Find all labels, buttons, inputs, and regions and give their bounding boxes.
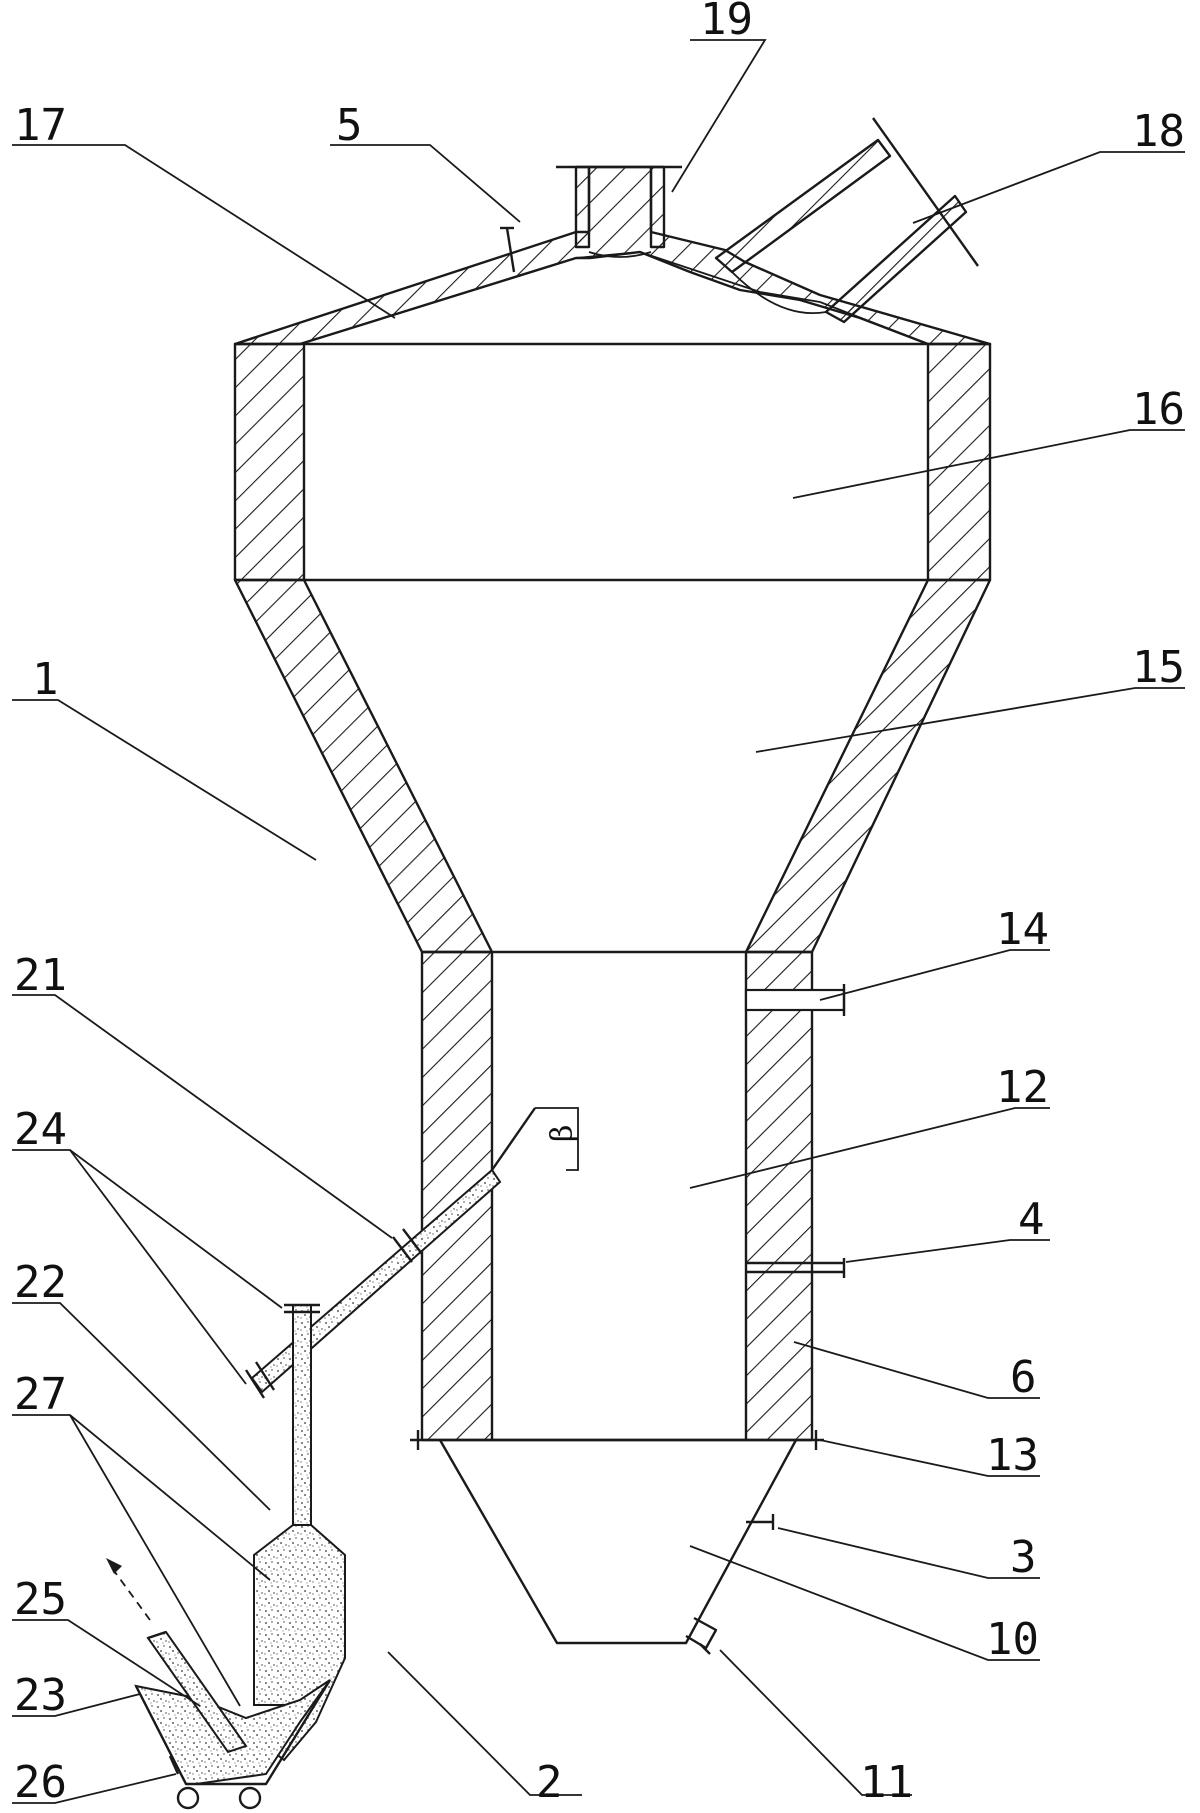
collection-cart-23 bbox=[106, 1558, 332, 1810]
label-24: 24 bbox=[14, 1104, 67, 1155]
label-2: 2 bbox=[536, 1757, 563, 1808]
label-10: 10 bbox=[986, 1614, 1039, 1665]
label-3: 3 bbox=[1010, 1532, 1037, 1583]
label-27: 27 bbox=[14, 1369, 67, 1420]
gas-outlet-19 bbox=[556, 165, 682, 258]
label-16: 16 bbox=[1132, 384, 1185, 435]
label-25: 25 bbox=[14, 1574, 67, 1625]
port-5 bbox=[500, 226, 516, 273]
label-17: 17 bbox=[14, 100, 67, 151]
label-4: 4 bbox=[1018, 1194, 1045, 1245]
standpipe bbox=[284, 1303, 320, 1526]
label-11: 11 bbox=[860, 1757, 913, 1808]
storage-bin-22 bbox=[253, 1524, 346, 1762]
label-23: 23 bbox=[14, 1670, 67, 1721]
label-22: 22 bbox=[14, 1257, 67, 1308]
port-4 bbox=[746, 1258, 846, 1278]
label-15: 15 bbox=[1132, 642, 1185, 693]
upper-cylinder-16 bbox=[233, 342, 992, 582]
label-14: 14 bbox=[996, 904, 1049, 955]
label-21: 21 bbox=[14, 950, 67, 1001]
label-6: 6 bbox=[1010, 1352, 1037, 1403]
port-11 bbox=[685, 1616, 718, 1655]
label-5: 5 bbox=[336, 100, 363, 151]
label-19: 19 bbox=[700, 0, 753, 45]
angle-beta-label: β bbox=[545, 1125, 580, 1142]
leader-lines bbox=[12, 39, 1185, 1804]
label-26: 26 bbox=[14, 1757, 67, 1808]
port-14 bbox=[744, 984, 846, 1016]
top-dome bbox=[233, 117, 992, 346]
bottom-cone-10 bbox=[410, 1430, 824, 1655]
inclined-outlet-18 bbox=[714, 117, 979, 324]
label-13: 13 bbox=[986, 1430, 1039, 1481]
label-1: 1 bbox=[32, 654, 59, 705]
label-12: 12 bbox=[996, 1062, 1049, 1113]
label-18: 18 bbox=[1132, 106, 1185, 157]
callout-labels: 17 5 19 18 16 15 1 14 21 12 24 4 22 6 27… bbox=[14, 0, 1185, 1808]
feed-chute-21 bbox=[244, 1107, 579, 1399]
conical-section-15 bbox=[233, 578, 992, 954]
port-3 bbox=[746, 1514, 775, 1530]
